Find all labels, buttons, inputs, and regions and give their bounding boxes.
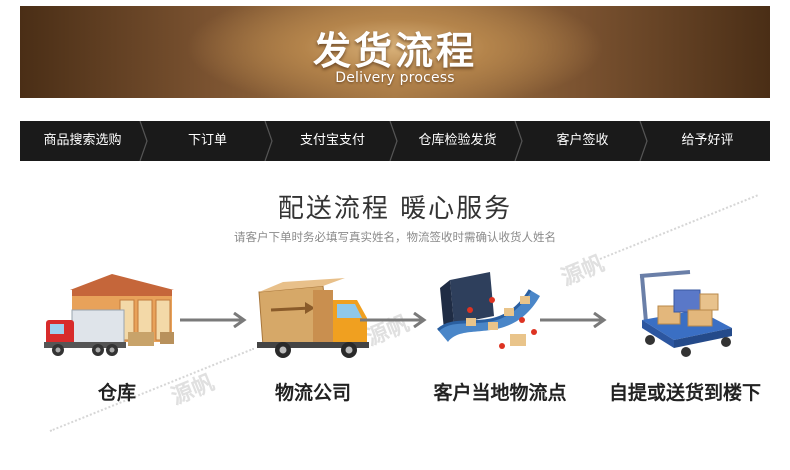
step-order: 下订单: [145, 121, 273, 161]
arrow-right-icon: [180, 312, 247, 328]
step-review: 给予好评: [645, 121, 770, 161]
flow-label-pickup: 自提或送货到楼下: [608, 382, 761, 404]
pallet-cart-icon: [639, 270, 732, 357]
header-banner: 发货流程 Delivery process: [20, 6, 770, 98]
chevron-right-icon: [514, 121, 523, 161]
arrow-right-icon: [360, 312, 427, 328]
arrow-right-icon: [540, 312, 607, 328]
step-label: 给予好评: [681, 133, 734, 148]
step-label: 客户签收: [556, 133, 609, 148]
chevron-right-icon: [639, 121, 648, 161]
flow-logistics: [253, 270, 403, 360]
flow-label-warehouse: 仓库: [97, 382, 136, 404]
chevron-right-icon: [389, 121, 398, 161]
step-pay: 支付宝支付: [270, 121, 398, 161]
step-browse: 商品搜索选购: [20, 121, 148, 161]
chevron-right-icon: [139, 121, 148, 161]
warehouse-icon: [44, 274, 174, 356]
step-receive: 客户签收: [520, 121, 648, 161]
flow-local-station: [430, 270, 580, 360]
step-label: 仓库检验发货: [418, 133, 497, 148]
step-label: 商品搜索选购: [43, 133, 122, 148]
flow-label-logistics: 物流公司: [274, 382, 351, 404]
banner-title: 发货流程: [312, 29, 477, 73]
flow-pickup: [628, 270, 778, 360]
banner-subtitle: Delivery process: [335, 70, 455, 86]
step-label: 支付宝支付: [299, 133, 365, 148]
order-steps-bar: 商品搜索选购 下订单 支付宝支付 仓库检验发货 客户签收 给予好评: [20, 121, 770, 161]
step-label: 下订单: [187, 133, 227, 148]
step-ship: 仓库检验发货: [395, 121, 523, 161]
section-heading: 配送流程 暖心服务: [277, 194, 513, 224]
delivery-truck-icon: [257, 278, 369, 358]
section-note: 请客户下单时务必填写真实姓名，物流签收时需确认收货人姓名: [234, 230, 556, 244]
chevron-right-icon: [264, 121, 273, 161]
sorting-conveyor-icon: [436, 272, 540, 349]
flow-label-local-station: 客户当地物流点: [433, 382, 567, 404]
flow-warehouse: [42, 270, 192, 360]
